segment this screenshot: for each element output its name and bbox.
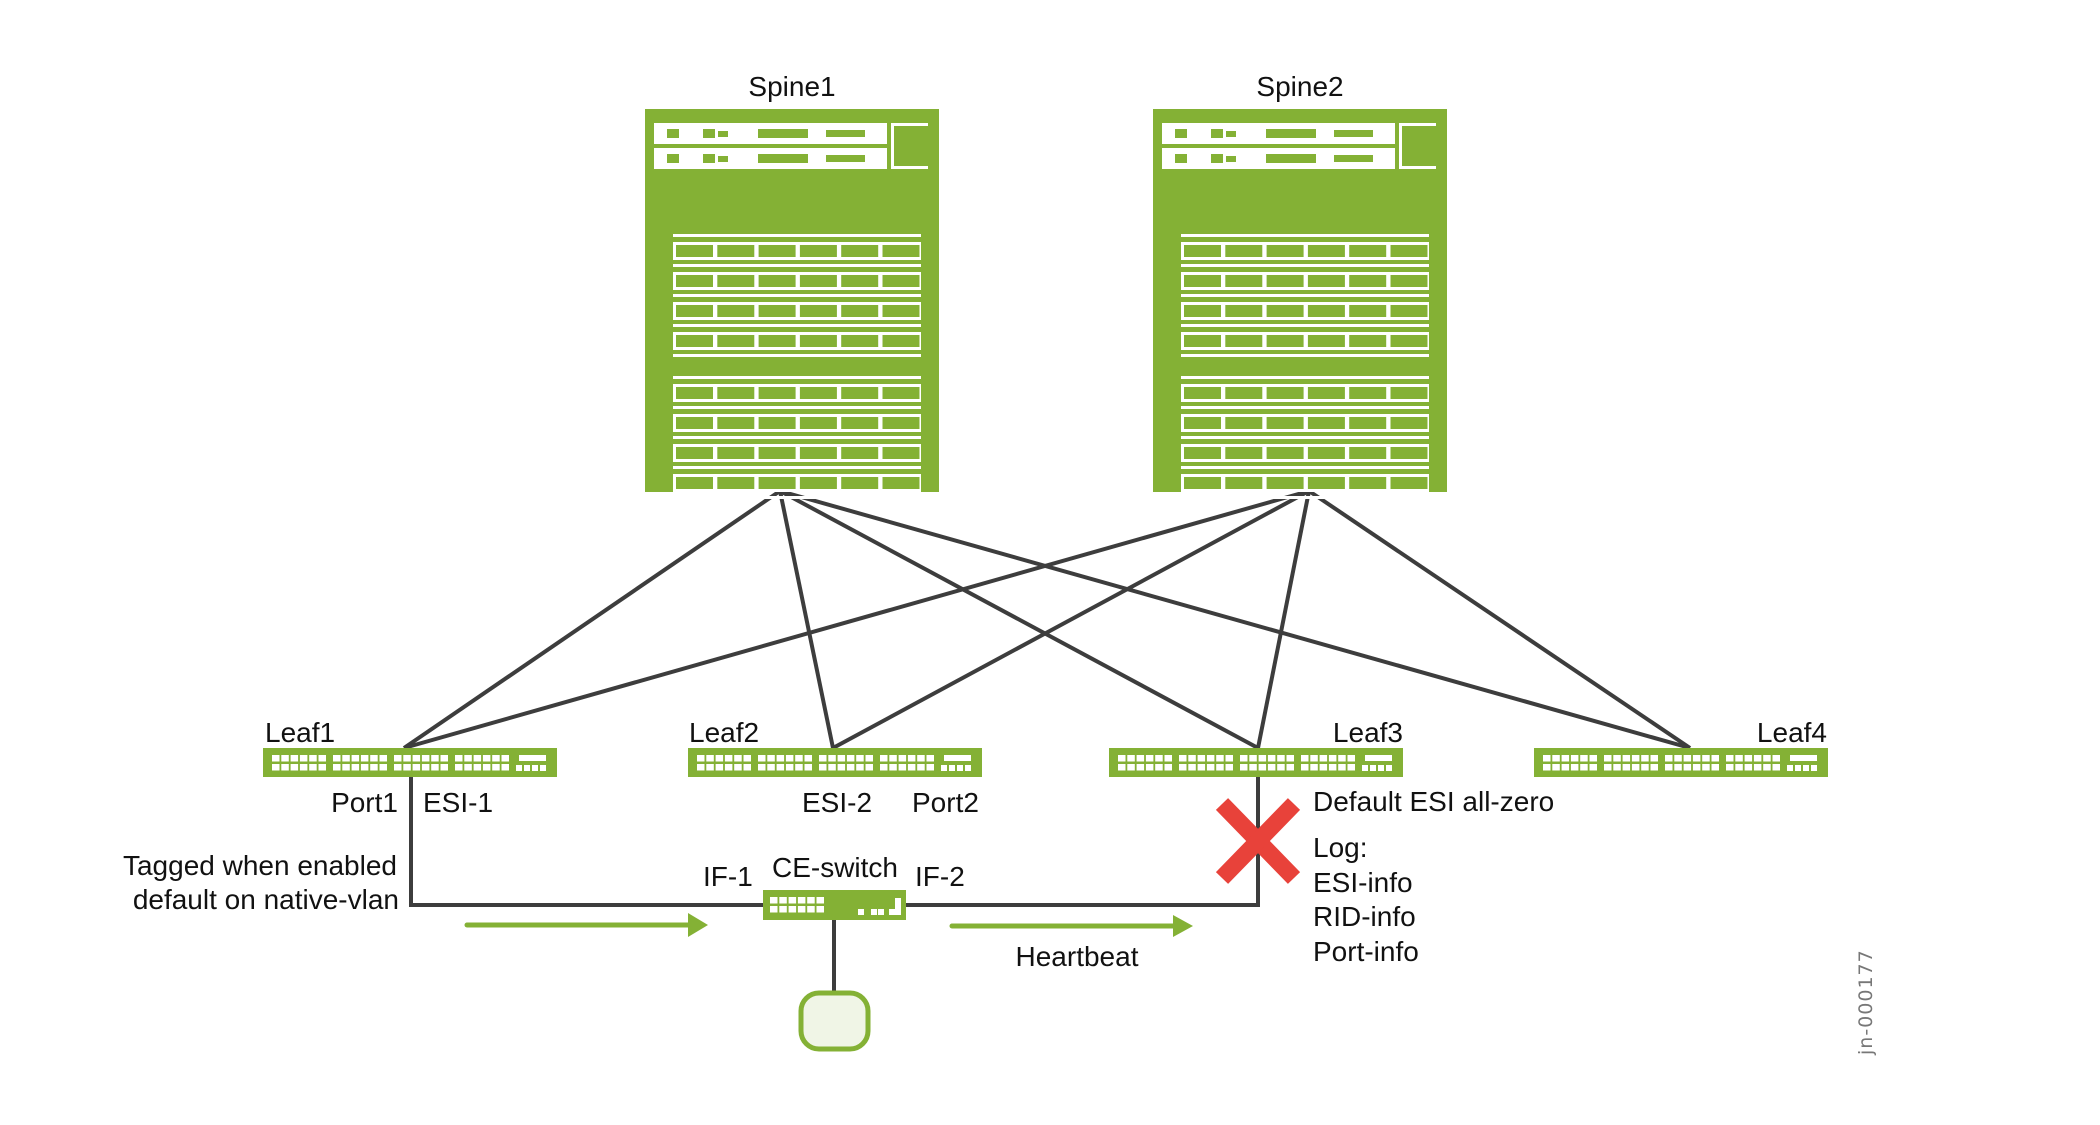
spine1-label: Spine1	[748, 71, 835, 102]
log-title: Log:	[1313, 832, 1368, 863]
spine-switch-2[interactable]	[1153, 109, 1447, 499]
leaf1-label: Leaf1	[265, 717, 335, 748]
tagged-note-line2: default on native-vlan	[133, 884, 399, 915]
leaf-switch-4[interactable]	[1534, 748, 1828, 777]
arrow-head-icon	[1173, 915, 1193, 937]
leaf-switch-1[interactable]	[263, 748, 557, 777]
host-endpoint[interactable]	[798, 990, 871, 1052]
link-failure-x-icon	[1215, 798, 1301, 884]
log-item-port: Port-info	[1313, 936, 1419, 967]
heartbeat-arrow-in	[464, 913, 708, 937]
log-item-esi: ESI-info	[1313, 867, 1413, 898]
if1-label: IF-1	[703, 861, 753, 892]
leaf2-esi-label: ESI-2	[802, 787, 872, 818]
spine2-label: Spine2	[1256, 71, 1343, 102]
if2-label: IF-2	[915, 861, 965, 892]
leaf3-label: Leaf3	[1333, 717, 1403, 748]
document-id: jn-000177	[1855, 949, 1877, 1056]
leaf-switch-3[interactable]	[1109, 748, 1403, 777]
ce-switch[interactable]	[763, 890, 906, 920]
fabric-link-spine2-leaf4	[1307, 489, 1692, 750]
leaf1-port-label: Port1	[331, 787, 398, 818]
fabric-link-spine2-leaf1	[403, 489, 1310, 750]
fabric-link-spine1-leaf3	[779, 489, 1259, 750]
fabric-link-spine2-leaf3	[1256, 490, 1311, 749]
leaf-switch-2[interactable]	[688, 748, 982, 777]
fabric-link-spine1-leaf2	[778, 490, 835, 749]
fabric-link-spine1-leaf1	[402, 489, 782, 750]
spine-switch-1[interactable]	[645, 109, 939, 499]
fabric-links	[402, 489, 1692, 750]
leaf1-esi-label: ESI-1	[423, 787, 493, 818]
leaf2-port-label: Port2	[912, 787, 979, 818]
heartbeat-arrow-out	[949, 915, 1193, 937]
leaf2-label: Leaf2	[689, 717, 759, 748]
leaf3-status-note: Default ESI all-zero	[1313, 786, 1554, 817]
fabric-link-spine1-leaf4	[779, 489, 1691, 750]
ce-to-leaf3-link	[906, 777, 1260, 907]
arrow-head-icon	[688, 913, 708, 937]
ce-switch-label: CE-switch	[772, 852, 898, 883]
heartbeat-label: Heartbeat	[1016, 941, 1139, 972]
leaf4-label: Leaf4	[1757, 717, 1827, 748]
fabric-link-spine2-leaf2	[832, 489, 1310, 750]
tagged-note-line1: Tagged when enabled	[123, 850, 397, 881]
leaf1-to-ce-link	[409, 777, 763, 907]
log-item-rid: RID-info	[1313, 901, 1416, 932]
